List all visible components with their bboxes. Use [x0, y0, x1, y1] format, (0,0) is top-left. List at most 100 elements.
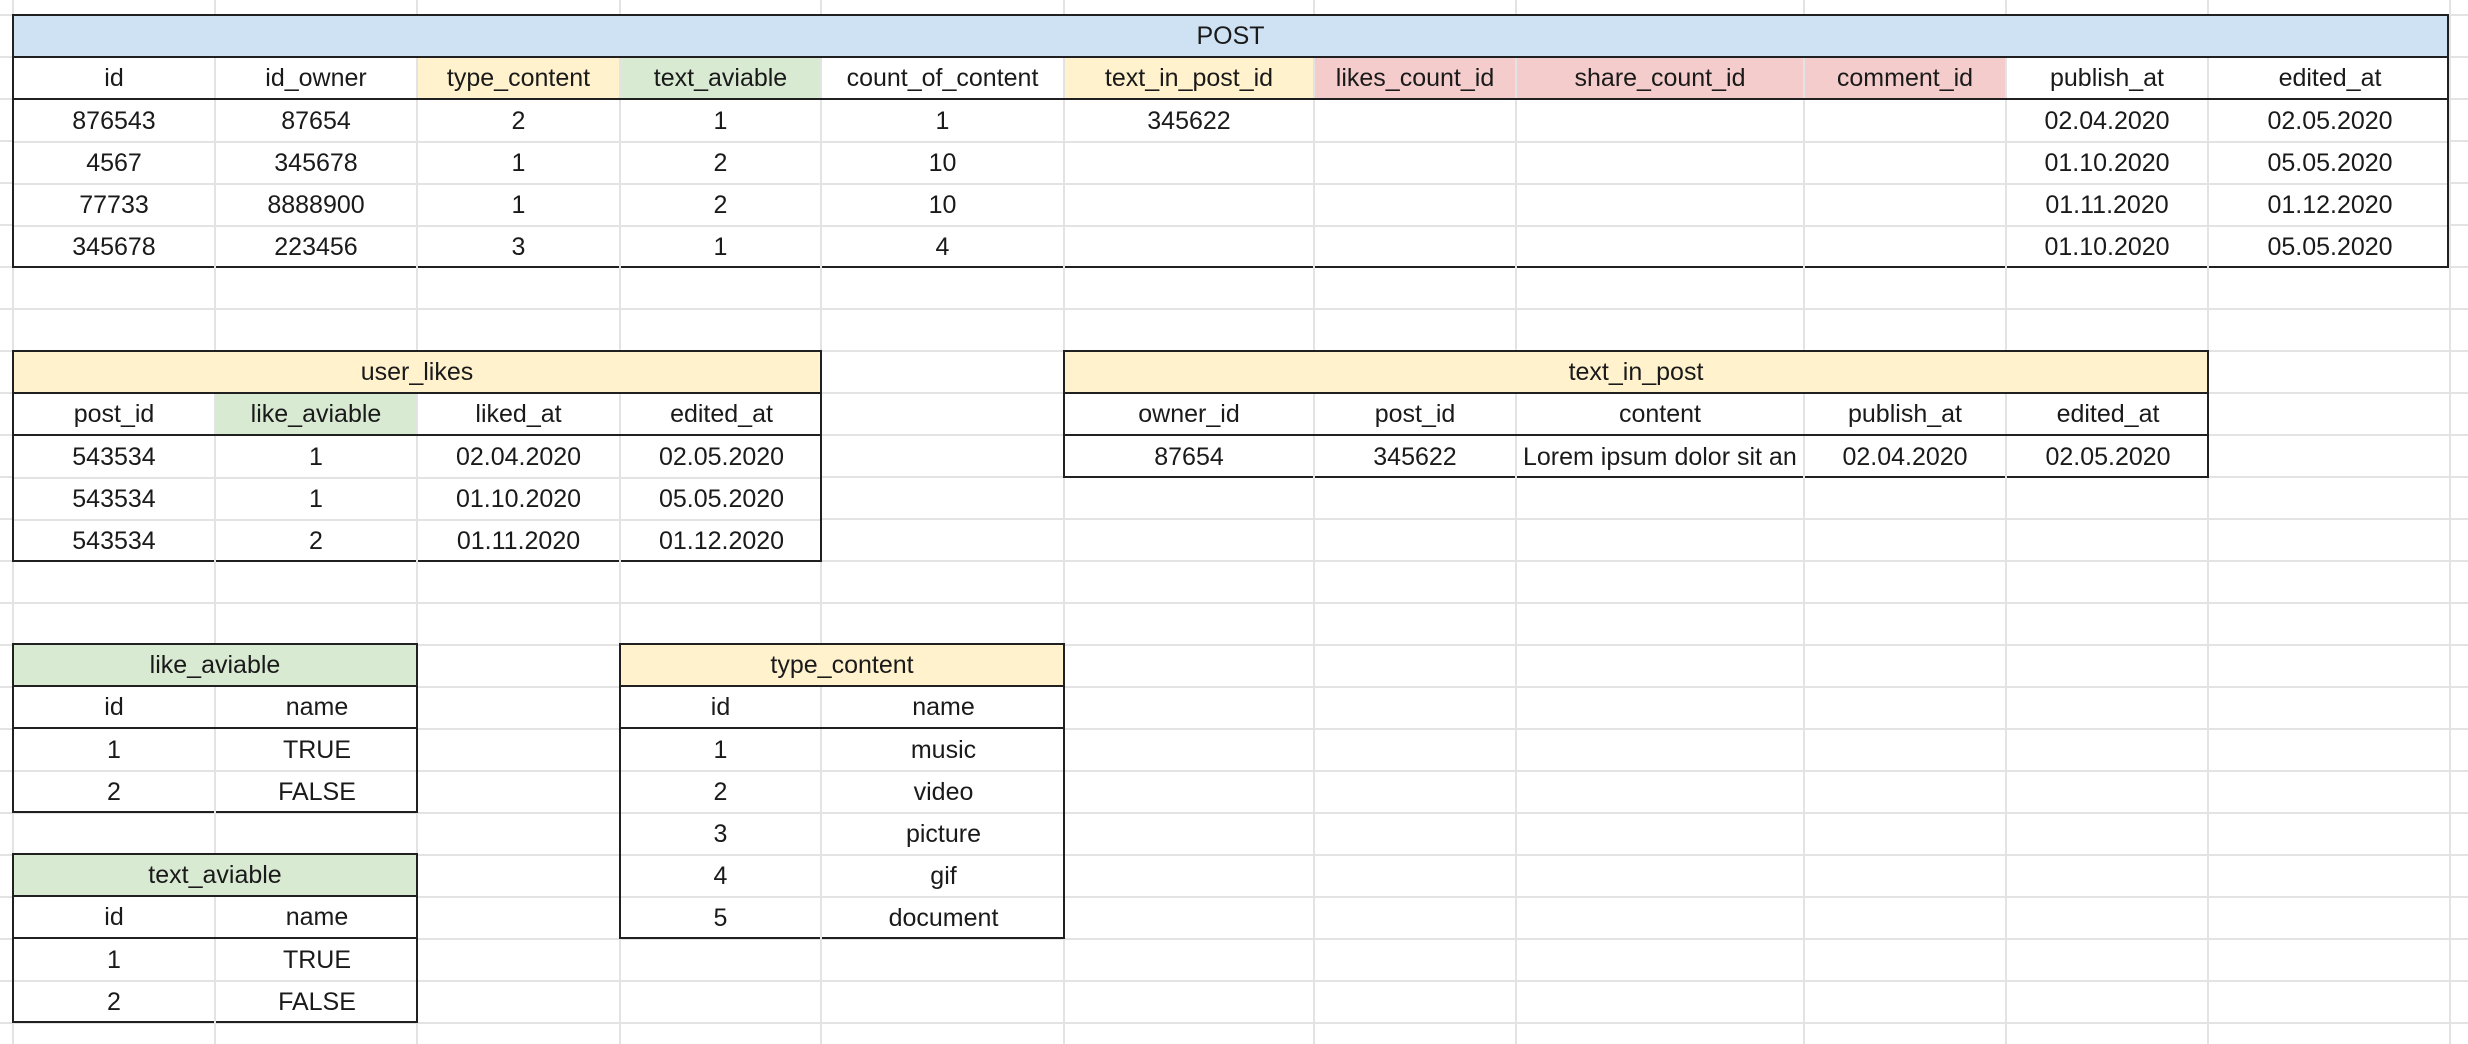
- table-cell[interactable]: 2: [621, 771, 822, 813]
- column-header[interactable]: text_aviable: [621, 58, 822, 98]
- column-header[interactable]: text_in_post_id: [1065, 58, 1315, 98]
- table-cell[interactable]: 1: [216, 436, 418, 478]
- column-header[interactable]: edited_at: [670, 399, 773, 428]
- table-cell[interactable]: 2: [621, 142, 822, 184]
- table-cell[interactable]: 1: [621, 226, 822, 268]
- table-cell[interactable]: 8888900: [216, 184, 418, 226]
- table-title[interactable]: type_content: [621, 645, 1063, 687]
- table-cell[interactable]: 1: [216, 478, 418, 520]
- table-cell[interactable]: 01.10.2020: [2007, 142, 2209, 184]
- table-cell[interactable]: 87654: [1065, 436, 1315, 478]
- table-cell[interactable]: 4567: [14, 142, 216, 184]
- table-cell[interactable]: [1805, 226, 2007, 268]
- table-cell[interactable]: 1: [418, 184, 621, 226]
- table-cell[interactable]: gif: [930, 861, 957, 890]
- table-cell[interactable]: [1805, 184, 2007, 226]
- table-title[interactable]: POST: [14, 16, 2447, 58]
- table-cell[interactable]: 3: [418, 226, 621, 268]
- table-cell[interactable]: TRUE: [282, 945, 352, 974]
- column-header[interactable]: publish_at: [2007, 58, 2209, 98]
- table-cell[interactable]: [1517, 142, 1805, 184]
- table-title[interactable]: user_likes: [14, 352, 820, 394]
- table-cell[interactable]: 4: [822, 226, 1065, 268]
- table-cell[interactable]: [1517, 184, 1805, 226]
- table-cell[interactable]: 1: [14, 939, 216, 981]
- table-cell[interactable]: 01.11.2020: [2007, 184, 2209, 226]
- table-cell[interactable]: 345622: [1315, 436, 1517, 478]
- table-cell[interactable]: [1065, 142, 1315, 184]
- table-cell[interactable]: 02.05.2020: [658, 442, 785, 471]
- table-cell[interactable]: 543534: [14, 520, 216, 562]
- table-cell[interactable]: [1315, 184, 1517, 226]
- column-header[interactable]: comment_id: [1805, 58, 2007, 98]
- table-cell[interactable]: FALSE: [278, 777, 356, 806]
- column-header[interactable]: owner_id: [1065, 394, 1315, 434]
- table-cell[interactable]: 2: [216, 520, 418, 562]
- table-cell[interactable]: [1805, 142, 2007, 184]
- column-header[interactable]: like_aviable: [216, 394, 418, 434]
- table-cell[interactable]: 5: [621, 897, 822, 939]
- table-cell[interactable]: document: [888, 903, 999, 932]
- table-title[interactable]: text_aviable: [14, 855, 416, 897]
- table-cell[interactable]: 1: [621, 729, 822, 771]
- table-cell[interactable]: 2: [14, 771, 216, 813]
- table-cell[interactable]: 10: [822, 142, 1065, 184]
- table-cell[interactable]: 02.04.2020: [2007, 100, 2209, 142]
- table-title[interactable]: like_aviable: [14, 645, 416, 687]
- column-header[interactable]: likes_count_id: [1315, 58, 1517, 98]
- table-cell[interactable]: 01.11.2020: [418, 520, 621, 562]
- table-cell[interactable]: 05.05.2020: [2267, 232, 2393, 261]
- column-header[interactable]: edited_at: [2278, 63, 2382, 92]
- table-cell[interactable]: 2: [418, 100, 621, 142]
- table-cell[interactable]: video: [913, 777, 974, 806]
- table-cell[interactable]: 01.12.2020: [658, 526, 785, 555]
- column-header[interactable]: content: [1517, 394, 1805, 434]
- table-cell[interactable]: 543534: [14, 478, 216, 520]
- column-header[interactable]: name: [285, 692, 349, 721]
- column-header[interactable]: id_owner: [216, 58, 418, 98]
- table-cell[interactable]: 345622: [1065, 100, 1315, 142]
- table-cell[interactable]: 01.10.2020: [2007, 226, 2209, 268]
- table-cell[interactable]: 02.05.2020: [2045, 442, 2171, 471]
- table-title[interactable]: text_in_post: [1065, 352, 2207, 394]
- table-cell[interactable]: 02.05.2020: [2267, 106, 2393, 135]
- table-cell[interactable]: [1517, 100, 1805, 142]
- table-cell[interactable]: [1065, 226, 1315, 268]
- column-header[interactable]: count_of_content: [822, 58, 1065, 98]
- column-header[interactable]: id: [14, 687, 216, 727]
- column-header[interactable]: type_content: [418, 58, 621, 98]
- table-cell[interactable]: FALSE: [278, 987, 356, 1016]
- column-header[interactable]: id: [621, 687, 822, 727]
- table-cell[interactable]: 876543: [14, 100, 216, 142]
- column-header[interactable]: id: [14, 897, 216, 937]
- table-cell[interactable]: 02.04.2020: [1805, 436, 2007, 478]
- column-header[interactable]: id: [14, 58, 216, 98]
- table-cell[interactable]: 10: [822, 184, 1065, 226]
- table-cell[interactable]: 02.04.2020: [418, 436, 621, 478]
- table-cell[interactable]: [1315, 226, 1517, 268]
- table-cell[interactable]: 05.05.2020: [658, 484, 785, 513]
- column-header[interactable]: liked_at: [418, 394, 621, 434]
- table-cell[interactable]: [1315, 100, 1517, 142]
- table-cell[interactable]: 1: [822, 100, 1065, 142]
- table-cell[interactable]: 1: [418, 142, 621, 184]
- table-cell[interactable]: 223456: [216, 226, 418, 268]
- table-cell[interactable]: [1517, 226, 1805, 268]
- table-cell[interactable]: [1065, 184, 1315, 226]
- table-cell[interactable]: 77733: [14, 184, 216, 226]
- table-cell[interactable]: [1805, 100, 2007, 142]
- table-cell[interactable]: 1: [14, 729, 216, 771]
- table-cell[interactable]: 2: [621, 184, 822, 226]
- table-cell[interactable]: 3: [621, 813, 822, 855]
- table-cell[interactable]: 87654: [216, 100, 418, 142]
- table-cell[interactable]: TRUE: [282, 735, 352, 764]
- table-cell[interactable]: 1: [621, 100, 822, 142]
- column-header[interactable]: post_id: [14, 394, 216, 434]
- column-header[interactable]: name: [912, 692, 975, 721]
- table-cell[interactable]: music: [910, 735, 977, 764]
- table-cell[interactable]: 345678: [216, 142, 418, 184]
- column-header[interactable]: edited_at: [2056, 399, 2160, 428]
- table-cell[interactable]: 01.12.2020: [2267, 190, 2393, 219]
- column-header[interactable]: name: [285, 902, 349, 931]
- table-cell[interactable]: 4: [621, 855, 822, 897]
